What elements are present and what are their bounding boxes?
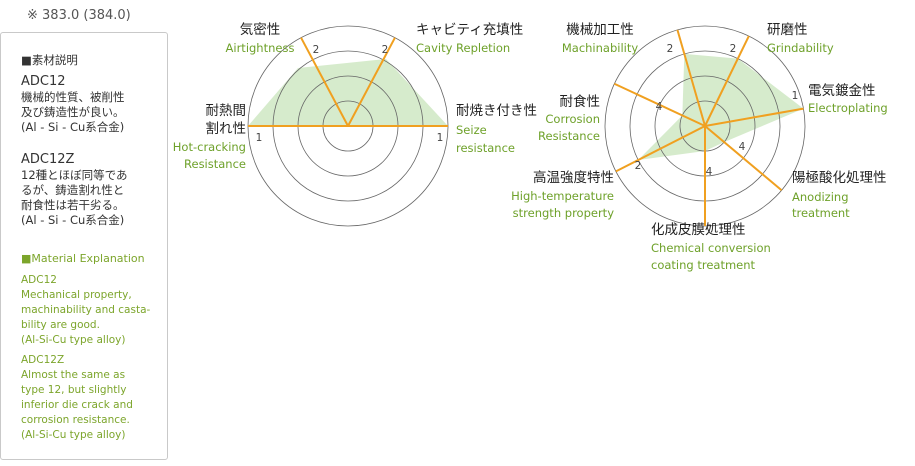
axis-label-en: treatment: [792, 206, 850, 220]
axis-label-jp: 耐熱間: [206, 103, 247, 119]
jp-item-line: 耐食性は若干劣る。: [21, 198, 125, 212]
axis-label-jp: 陽極酸化処理性: [792, 170, 887, 186]
axis-label-en: Corrosion: [545, 112, 600, 126]
en-item-line: Almost the same as: [21, 369, 126, 381]
axis-label-jp: 耐食性: [560, 93, 601, 110]
axis-label-en: resistance: [456, 141, 515, 155]
tick-label: 2: [382, 44, 389, 56]
axis-label-en: Machinability: [562, 41, 639, 55]
alloy-code: ※ 383.0 (384.0): [27, 8, 131, 23]
tick-label: 4: [739, 141, 746, 153]
en-heading: ■Material Explanation: [21, 252, 145, 265]
en-item-line: (Al-Si-Cu type alloy): [21, 429, 126, 441]
en-item-line: bility are good.: [21, 319, 100, 331]
axis-label-jp: 研磨性: [767, 22, 808, 38]
jp-item-adc12: ADC12 機械的性質、被削性 及び鋳造性が良い。 (Al - Si - Cu系…: [21, 73, 163, 135]
axis-label-en: High-temperature: [511, 189, 614, 203]
tick-label: 2: [730, 43, 737, 55]
axis-label-jp: 電気鍍金性: [808, 82, 876, 99]
axis-label-en: Resistance: [184, 157, 246, 171]
en-item-line: (Al-Si-Cu type alloy): [21, 334, 126, 346]
axis-label-en: Seize: [456, 123, 487, 137]
axis-label-en: Electroplating: [808, 101, 888, 115]
axis-line: [615, 125, 706, 173]
axis-label-en: Cavity Repletion: [416, 41, 510, 55]
jp-item-line: 機械的性質、被削性: [21, 90, 125, 104]
en-item-line: inferior die crack and: [21, 399, 133, 411]
jp-item-line: (Al - Si - Cu系合金): [21, 120, 125, 134]
axis-label-en: Grindability: [767, 41, 834, 55]
en-item-line: corrosion resistance.: [21, 414, 130, 426]
axis-label-jp: 機械加工性: [566, 22, 634, 38]
axis-label-en: Resistance: [538, 129, 600, 143]
tick-label: 2: [635, 160, 642, 172]
en-item-name: ADC12Z: [21, 354, 65, 366]
axis-label-en: strength property: [513, 206, 615, 220]
material-description-panel: ■素材説明 ADC12 機械的性質、被削性 及び鋳造性が良い。 (Al - Si…: [0, 32, 168, 460]
axis-label-jp: キャビティ充填性: [416, 22, 523, 38]
axis-label-en: coating treatment: [651, 258, 756, 272]
axis-line: [704, 35, 750, 127]
axis-label-jp: 割れ性: [206, 120, 247, 137]
tick-label: 1: [437, 132, 444, 144]
axis-label-jp: 高温強度特性: [533, 169, 614, 186]
en-item-adc12z: ADC12Z Almost the same as type 12, but s…: [21, 353, 163, 443]
jp-item-line: (Al - Si - Cu系合金): [21, 213, 125, 227]
axis-line: [704, 125, 783, 192]
jp-item-name: ADC12: [21, 74, 66, 89]
jp-item-line: るが、鋳造割れ性と: [21, 183, 125, 197]
jp-item-name: ADC12Z: [21, 152, 75, 167]
tick-label: 1: [256, 132, 263, 144]
axis-label-jp: 気密性: [240, 21, 281, 38]
en-item-adc12: ADC12 Mechanical property, machinability…: [21, 273, 163, 348]
axis-label-en: Hot-cracking: [173, 140, 246, 154]
tick-label: 2: [667, 43, 674, 55]
tick-label: 4: [706, 166, 713, 178]
tick-label: 1: [792, 90, 799, 102]
axis-label-jp: 化成皮膜処理性: [651, 222, 746, 238]
axis-line: [704, 107, 804, 127]
axis-label-en: Chemical conversion: [651, 241, 771, 255]
tick-label: 4: [656, 101, 663, 113]
axis-line: [300, 37, 349, 127]
axis-label-jp: 耐焼き付き性: [456, 103, 537, 119]
radar-chart-casting: 2 気密性 Airtightness 2 キャビティ充填性 Cavity Repletio…: [173, 21, 537, 227]
jp-item-adc12z: ADC12Z 12種とほぼ同等であ るが、鋳造割れ性と 耐食性は若干劣る。 (A…: [21, 151, 163, 228]
axis-line: [347, 37, 396, 127]
radar-chart-processing: 2 機械加工性 Machinability 2 研磨性 Grindability 1 電気鍍金…: [511, 22, 888, 272]
jp-item-line: 及び鋳造性が良い。: [21, 105, 125, 119]
axis-label-en: Airtightness: [226, 41, 295, 55]
value-area: [248, 59, 448, 126]
en-item-line: machinability and casta-: [21, 304, 151, 316]
axis-line: [613, 82, 706, 127]
en-item-line: type 12, but slightly: [21, 384, 127, 396]
en-item-name: ADC12: [21, 274, 57, 286]
axis-line: [676, 29, 706, 127]
jp-item-line: 12種とほぼ同等であ: [21, 168, 128, 182]
jp-heading: ■素材説明: [21, 53, 78, 67]
axis-label-en: Anodizing: [792, 190, 849, 204]
en-item-line: Mechanical property,: [21, 289, 132, 301]
tick-label: 2: [313, 44, 320, 56]
